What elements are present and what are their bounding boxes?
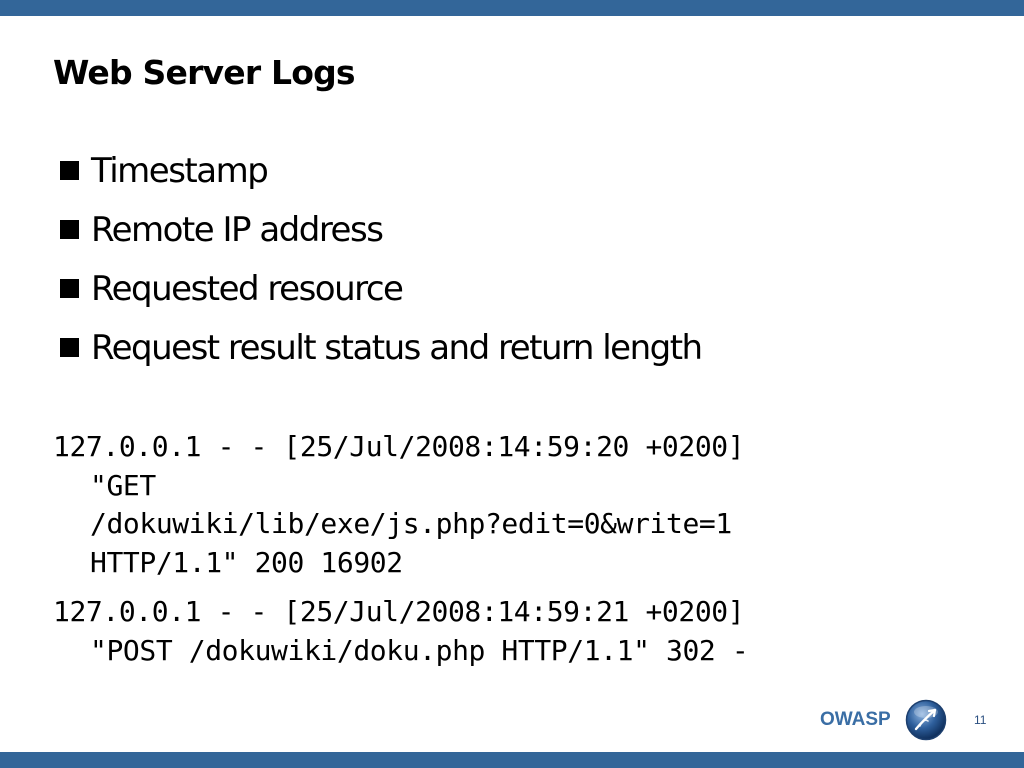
square-bullet-icon bbox=[60, 279, 79, 298]
bullet-item: Requested resource bbox=[56, 259, 702, 318]
square-bullet-icon bbox=[60, 161, 79, 180]
bullet-text: Request result status and return length bbox=[91, 327, 703, 368]
square-bullet-icon bbox=[60, 220, 79, 239]
log-line: "GET bbox=[90, 468, 156, 502]
bullet-text: Timestamp bbox=[91, 150, 269, 191]
log-entry: 127.0.0.1 - - [25/Jul/2008:14:59:21 +020… bbox=[53, 593, 749, 670]
bullet-item: Remote IP address bbox=[56, 200, 702, 259]
log-line: "POST /dokuwiki/doku.php HTTP/1.1" 302 - bbox=[90, 633, 749, 667]
log-line: /dokuwiki/lib/exe/js.php?edit=0&write=1 bbox=[90, 507, 732, 540]
log-line: HTTP/1.1" 200 16902 bbox=[90, 545, 403, 579]
slide-title: Web Server Logs bbox=[53, 53, 356, 92]
bullet-item: Request result status and return length bbox=[56, 318, 703, 377]
log-line: 127.0.0.1 - - [25/Jul/2008:14:59:20 +020… bbox=[53, 430, 745, 463]
bottom-bar bbox=[0, 752, 1024, 768]
log-entry: 127.0.0.1 - - [25/Jul/2008:14:59:20 +020… bbox=[53, 428, 745, 582]
page-number: 11 bbox=[974, 713, 987, 727]
owasp-wasp-logo-icon bbox=[905, 699, 947, 741]
bullet-list: Timestamp Remote IP address Requested re… bbox=[56, 141, 703, 377]
top-bar bbox=[0, 0, 1024, 16]
log-line: 127.0.0.1 - - [25/Jul/2008:14:59:21 +020… bbox=[53, 595, 745, 628]
bullet-text: Remote IP address bbox=[91, 209, 384, 250]
bullet-item: Timestamp bbox=[56, 141, 702, 200]
bullet-text: Requested resource bbox=[91, 268, 404, 309]
square-bullet-icon bbox=[60, 338, 79, 357]
footer-brand: OWASP bbox=[820, 709, 891, 730]
